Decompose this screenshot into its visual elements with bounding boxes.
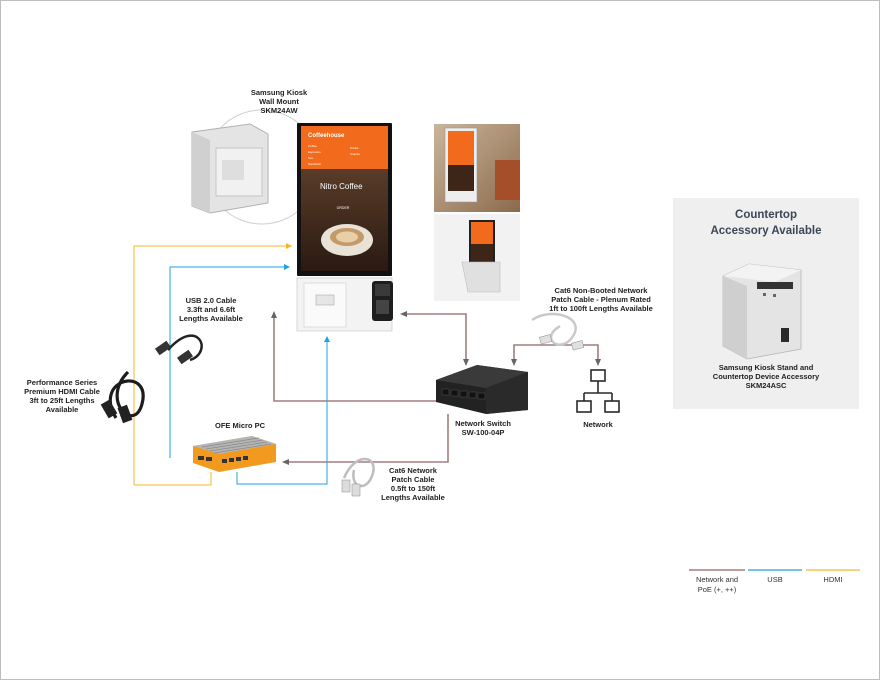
legend-usb-label: USB: [767, 575, 783, 584]
kiosk-brand: Coffeehouse: [308, 133, 345, 139]
cat6-nonbooted-label: Cat6 Non-Booted Network Patch Cable - Pl…: [549, 286, 653, 313]
menu-left-2: Espresso: [308, 150, 321, 154]
cat6-nonbooted-cable-image: [531, 312, 585, 351]
kiosk-display: Coffeehouse Coffee Espresso Tea Sandwich…: [296, 123, 393, 332]
menu-left-3: Tea: [308, 156, 313, 160]
accessory-title: Countertop Accessory Available: [710, 209, 822, 237]
network-connections: [271, 311, 601, 465]
countertop-accessory-panel: Countertop Accessory Available Samsung K…: [673, 198, 859, 409]
micro-pc-label: OFE Micro PC: [214, 421, 265, 430]
menu-left-1: Coffee: [308, 144, 317, 148]
kiosk-photo-wall: [434, 214, 520, 301]
network-switch-image: [436, 365, 528, 414]
network-label: Network: [583, 420, 613, 429]
menu-right-2: Snacks: [350, 152, 360, 156]
micro-pc-image: [193, 436, 276, 472]
network-switch-label: Network Switch SW-100-04P: [455, 419, 511, 437]
wall-mount-label: Samsung Kiosk Wall Mount SKM24AW: [250, 88, 308, 115]
cat6-patch-cable-image: [341, 457, 375, 497]
hdmi-connections: [133, 243, 292, 486]
usb-cable-label: USB 2.0 Cable 3.3ft and 6.6ft Lengths Av…: [179, 296, 243, 323]
accessory-caption: Samsung Kiosk Stand and Countertop Devic…: [712, 363, 820, 390]
network-icon: [576, 369, 620, 413]
kiosk-headline: Nitro Coffee: [320, 182, 363, 191]
wall-mount-image: [191, 109, 320, 225]
kiosk-photo-cafe: [434, 124, 520, 212]
hdmi-cable-label: Performance Series Premium HDMI Cable 3f…: [24, 378, 100, 414]
accessory-stand-image: [722, 263, 802, 360]
legend-hdmi-label: HDMI: [823, 575, 843, 584]
hdmi-cable-image: [100, 370, 145, 424]
kiosk-order-button: ORDER: [337, 206, 350, 210]
legend-network-label: Network and PoE (+, ++): [695, 575, 739, 594]
menu-right-1: Drinks: [350, 146, 359, 150]
usb-cable-image: [154, 334, 203, 365]
menu-left-4: Sandwich: [308, 162, 321, 166]
usb-connections: [169, 264, 330, 485]
cat6-patch-cable-label: Cat6 Network Patch Cable 0.5ft to 150ft …: [381, 466, 445, 502]
